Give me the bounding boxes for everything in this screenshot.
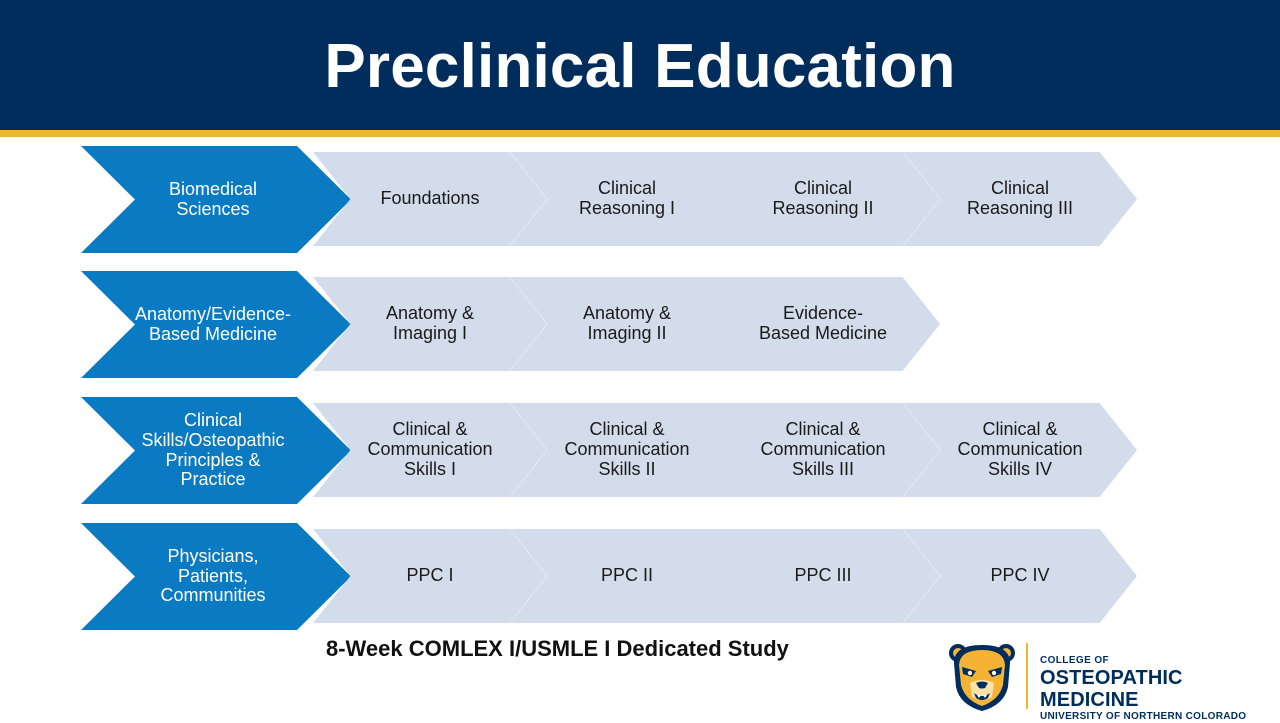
course-step-line: Skills IV (987, 458, 1052, 479)
course-step-chevron: PPC IV (903, 529, 1137, 623)
track-label-line: Physicians, (167, 545, 259, 566)
course-step-chevron: PPC I (313, 529, 547, 623)
course-step-label: Foundations (380, 188, 480, 209)
course-step-chevron: Foundations (313, 152, 547, 246)
course-step-label: PPC IV (990, 565, 1050, 586)
course-step-line: Communication (957, 439, 1083, 460)
course-step-line: Clinical (597, 178, 656, 199)
course-step-line: Clinical & (589, 419, 665, 440)
course-step-line: Clinical & (982, 419, 1058, 440)
course-step-line: Anatomy & (582, 303, 672, 324)
course-step-line: Clinical & (392, 419, 468, 440)
track-label-line: Patients, (177, 565, 249, 586)
track-label-line: Based Medicine (148, 323, 278, 344)
bear-mascot-icon (949, 644, 1015, 711)
course-step-chevron: PPC II (510, 529, 744, 623)
course-step-line: Communication (564, 439, 690, 460)
track-label-chevron: Anatomy/Evidence-Based Medicine (81, 271, 351, 378)
logo-divider (1026, 643, 1028, 709)
track-label-line: Practice (180, 469, 246, 490)
course-step-line: Based Medicine (758, 323, 888, 343)
track-label: Physicians,Patients,Communities (160, 545, 266, 606)
course-step-line: Imaging II (587, 323, 667, 343)
track-label-line: Sciences (176, 198, 250, 219)
course-step-line: Foundations (380, 188, 480, 209)
logo-line-osteopathic-medicine: OSTEOPATHIC MEDICINE (1040, 667, 1183, 711)
course-step-line: Communication (760, 439, 886, 460)
course-step-line: Clinical & (785, 419, 861, 440)
track-label-line: Principles & (165, 449, 261, 470)
track-label-line: Skills/Osteopathic (141, 429, 285, 450)
dedicated-study-caption: 8-Week COMLEX I/USMLE I Dedicated Study (326, 636, 789, 661)
course-step-line: Imaging I (392, 323, 468, 343)
course-step-label: PPC III (794, 565, 852, 586)
course-step-line: Anatomy & (385, 303, 475, 324)
course-step-chevron: Evidence-Based Medicine (706, 277, 940, 371)
track-label-line: Communities (160, 585, 266, 606)
track-label-line: Clinical (183, 409, 243, 430)
course-step-label: PPC II (600, 565, 653, 586)
course-step-line: Skills III (791, 458, 854, 479)
header-bar: Preclinical Education (0, 0, 1280, 130)
course-step-label: Anatomy &Imaging I (385, 303, 475, 344)
course-step-line: Reasoning I (578, 198, 676, 218)
course-step-line: Reasoning II (772, 198, 874, 218)
course-step-line: PPC I (406, 565, 454, 586)
course-step-chevron: Anatomy &Imaging I (313, 277, 547, 371)
track-label-line: Biomedical (168, 178, 258, 199)
track-label-chevron: Physicians,Patients,Communities (81, 523, 351, 630)
college-logo: COLLEGE OF OSTEOPATHIC MEDICINE UNIVERSI… (948, 641, 1268, 722)
logo-wordmark: COLLEGE OF OSTEOPATHIC MEDICINE UNIVERSI… (1040, 655, 1268, 723)
track-label: Anatomy/Evidence-Based Medicine (134, 303, 292, 345)
course-step-label: Anatomy &Imaging II (582, 303, 672, 344)
course-step-line: Communication (367, 439, 493, 460)
logo-line-college-of: COLLEGE OF (1040, 655, 1109, 666)
course-step-line: Skills I (403, 458, 456, 479)
course-step-line: Evidence- (782, 303, 864, 324)
page-title: Preclinical Education (324, 31, 956, 101)
header-gold-stripe (0, 130, 1280, 137)
course-step-line: Skills II (598, 458, 656, 479)
course-step-line: Clinical (793, 178, 852, 199)
course-step-line: Clinical (990, 178, 1049, 199)
course-step-line: PPC III (794, 565, 852, 586)
course-step-line: PPC II (600, 565, 653, 586)
course-step-line: PPC IV (990, 565, 1050, 586)
logo-line-university: UNIVERSITY OF NORTHERN COLORADO (1040, 711, 1247, 722)
track-label-line: Anatomy/Evidence- (134, 303, 292, 324)
course-step-label: PPC I (406, 565, 454, 586)
course-step-chevron: PPC III (706, 529, 940, 623)
course-step-line: Reasoning III (966, 198, 1074, 218)
course-step-label: Evidence-Based Medicine (758, 303, 888, 344)
course-step-chevron: Anatomy &Imaging II (510, 277, 744, 371)
